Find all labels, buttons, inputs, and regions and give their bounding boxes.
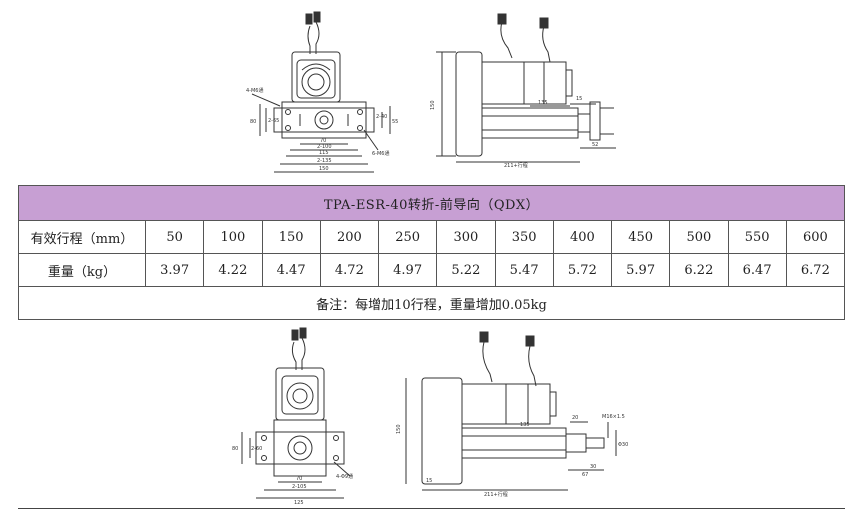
weight-cell: 5.97 xyxy=(610,253,671,287)
dim-2-100: 2-100 xyxy=(317,144,332,150)
stroke-row-label: 有效行程（mm） xyxy=(18,220,146,254)
bottom-front-view-drawing: 4-Φ9通 70 2-105 125 80 2-60 xyxy=(232,327,353,506)
top-side-view-drawing: 150 135 15 52 211+行程 xyxy=(430,13,616,169)
stroke-cell: 450 xyxy=(610,220,671,254)
bside-dim-30: 30 xyxy=(590,464,596,470)
stroke-cell: 550 xyxy=(727,220,787,254)
weight-cell: 4.22 xyxy=(203,253,263,287)
bside-dim-m: M16×1.5 xyxy=(602,414,625,420)
bside-dim-20: 20 xyxy=(572,415,578,421)
stroke-cell: 300 xyxy=(436,220,496,254)
dim-right-2-40: 2-40 xyxy=(376,114,387,120)
bside-dim-stroke: 211+行程 xyxy=(484,491,508,498)
dim-left-2-65: 2-65 xyxy=(268,118,279,124)
dim-70: 70 xyxy=(320,138,326,144)
bottom-dim-70: 70 xyxy=(296,476,302,482)
bottom-dim-holes-label: 4-Φ9通 xyxy=(336,473,353,480)
stroke-cell: 150 xyxy=(261,220,321,254)
stroke-cell: 200 xyxy=(319,220,380,254)
bottom-dim-125: 125 xyxy=(294,500,304,506)
bside-dim-phi: Φ30 xyxy=(618,442,628,448)
weight-row-label: 重量（kg） xyxy=(18,253,146,287)
weight-cell: 6.72 xyxy=(785,253,846,287)
stroke-cell: 350 xyxy=(494,220,554,254)
dim-left-80: 80 xyxy=(250,119,256,125)
dim-150: 150 xyxy=(319,166,329,172)
side-dim-135: 135 xyxy=(538,100,548,106)
weight-cell: 4.47 xyxy=(261,253,321,287)
weight-cell: 5.22 xyxy=(436,253,496,287)
bside-dim-67: 67 xyxy=(582,472,588,478)
stroke-cell: 50 xyxy=(144,220,205,254)
weight-cell: 3.97 xyxy=(144,253,205,287)
dim-115: 115 xyxy=(319,150,329,156)
page-bottom-rule xyxy=(18,508,845,509)
bottom-side-view-drawing: 150 135 20 M16×1.5 Φ30 30 67 15 211+行程 xyxy=(396,331,628,498)
stroke-cell: 600 xyxy=(785,220,846,254)
bside-dim-135: 135 xyxy=(520,422,530,428)
stroke-cell: 100 xyxy=(203,220,263,254)
dim-holes-label: 4-M6通 xyxy=(246,87,263,94)
table-title: TPA-ESR-40转折-前导向（QDX） xyxy=(18,185,845,221)
dim-2-135: 2-135 xyxy=(317,158,332,164)
top-front-view-drawing: 4-M6通 6-M6通 70 2-100 115 2-135 150 80 2-… xyxy=(246,11,398,173)
bottom-dim-left-2-60: 2-60 xyxy=(251,446,262,452)
weight-cell: 6.22 xyxy=(669,253,729,287)
weight-row: 重量（kg） 3.97 4.22 4.47 4.72 4.97 5.22 5.4… xyxy=(18,253,846,287)
bside-dim-150: 150 xyxy=(396,424,402,434)
stroke-cell: 250 xyxy=(377,220,438,254)
weight-cell: 5.47 xyxy=(494,253,554,287)
dim-right-55: 55 xyxy=(392,119,398,125)
side-dim-15: 15 xyxy=(576,96,582,102)
dim-hole2-label: 6-M6通 xyxy=(372,150,389,157)
weight-cell: 4.72 xyxy=(319,253,380,287)
note-row: 备注：每增加10行程，重量增加0.05kg xyxy=(18,286,845,320)
bottom-dim-2-105: 2-105 xyxy=(292,484,307,490)
spec-table: TPA-ESR-40转折-前导向（QDX） 有效行程（mm） 50 100 15… xyxy=(18,185,846,320)
stroke-row: 有效行程（mm） 50 100 150 200 250 300 350 400 … xyxy=(18,220,846,254)
table-note: 备注：每增加10行程，重量增加0.05kg xyxy=(18,286,845,320)
weight-cell: 4.97 xyxy=(377,253,438,287)
stroke-cell: 400 xyxy=(552,220,613,254)
side-dim-stroke: 211+行程 xyxy=(504,162,528,169)
side-dim-52: 52 xyxy=(592,142,598,148)
side-dim-150: 150 xyxy=(430,100,436,110)
weight-cell: 6.47 xyxy=(727,253,787,287)
bottom-dim-left-80: 80 xyxy=(232,446,238,452)
stroke-cell: 500 xyxy=(669,220,729,254)
table-title-row: TPA-ESR-40转折-前导向（QDX） xyxy=(18,185,845,221)
weight-cell: 5.72 xyxy=(552,253,613,287)
bside-dim-15: 15 xyxy=(426,478,432,484)
